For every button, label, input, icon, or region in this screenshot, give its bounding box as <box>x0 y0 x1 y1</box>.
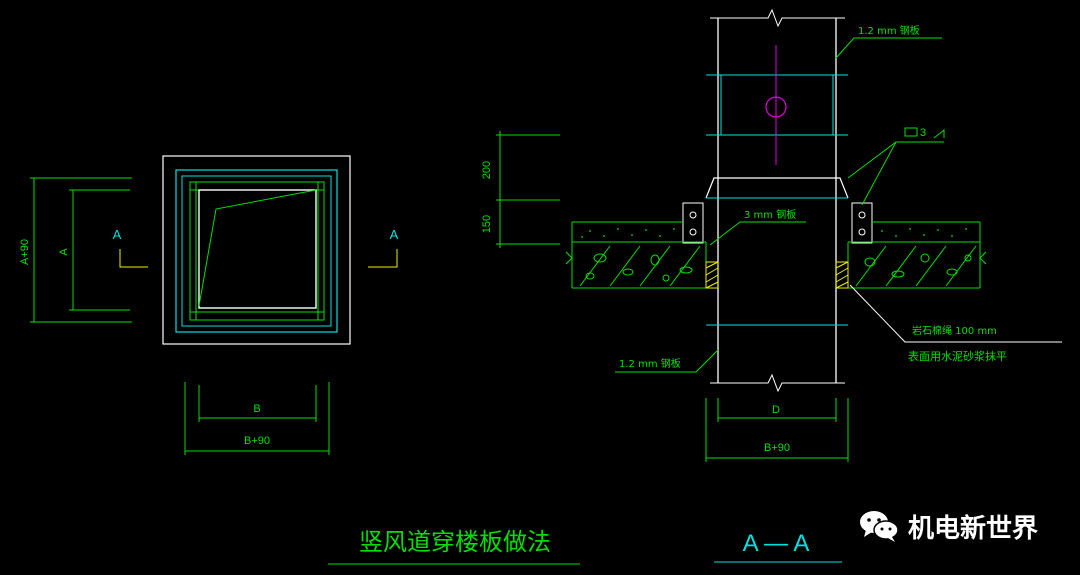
watermark-text: 机电新世界 <box>908 513 1039 544</box>
center-circle <box>765 96 787 118</box>
leader-bottom-plate <box>615 349 719 373</box>
section-arrow-right <box>368 249 398 268</box>
label-mid-plate: 3 mm 钢板 <box>744 208 796 221</box>
watermark: 机电新世界 <box>858 506 1038 546</box>
leader-weld-1 <box>847 141 944 179</box>
angle-right <box>851 202 873 244</box>
section-mark-left: A <box>113 227 122 242</box>
insulation-left <box>705 261 719 289</box>
dim-b90-label: B+90 <box>244 435 270 447</box>
plan-duct-outer <box>189 181 325 321</box>
slab-left <box>565 221 707 289</box>
wechat-icon <box>858 508 900 544</box>
angle-bolt-right-1 <box>858 211 866 219</box>
angle-bolt-left-2 <box>689 228 697 236</box>
dim-b-label: B <box>253 403 260 415</box>
break-line-top <box>710 8 845 28</box>
section-arrow-left <box>119 249 148 268</box>
weld-triangle-icon <box>933 128 945 139</box>
section-view: 1.2 mm 钢板 3 3 mm 钢板 1.2 mm 钢板 岩石棉绳 100 m… <box>481 8 1062 563</box>
dim-a-label: A <box>58 248 70 256</box>
angle-left <box>682 202 704 244</box>
angle-bolt-left-1 <box>689 211 697 219</box>
label-weld: 3 <box>920 127 926 139</box>
label-finish: 表面用水泥砂浆抹平 <box>908 349 1007 363</box>
leader-weld-2 <box>861 141 897 206</box>
dim-200-label: 200 <box>481 161 493 179</box>
plan-break-line <box>198 189 317 307</box>
dim-150-label: 150 <box>481 215 493 233</box>
dim-b90-sec-label: B+90 <box>764 442 790 454</box>
plan-flange-inner <box>181 175 332 327</box>
plan-duct-inner <box>198 189 317 309</box>
plan-outer-frame <box>162 155 351 345</box>
dim-a90-label: A+90 <box>19 239 31 265</box>
break-line-bottom <box>710 373 845 393</box>
collar-plate <box>705 177 849 199</box>
leader-mid-plate <box>709 221 806 246</box>
plan-view: A+90 A A A B B+90 竖风道穿楼板做法 <box>19 155 580 565</box>
leader-top-plate <box>835 37 942 59</box>
label-insulation: 岩石棉绳 100 mm <box>912 324 997 337</box>
label-top-plate: 1.2 mm 钢板 <box>858 24 920 37</box>
leader-insulation <box>849 284 1062 343</box>
weld-box-icon <box>904 127 918 137</box>
section-mark-right: A <box>390 227 399 242</box>
label-bottom-plate: 1.2 mm 钢板 <box>619 357 681 370</box>
angle-bolt-right-2 <box>858 228 866 236</box>
dim-d-label: D <box>772 404 780 416</box>
plan-title: 竖风道穿楼板做法 <box>359 528 551 556</box>
plan-flange-outer <box>175 169 338 333</box>
insulation-right <box>835 261 849 289</box>
slab-right <box>847 221 987 289</box>
section-title: A — A <box>743 530 810 557</box>
